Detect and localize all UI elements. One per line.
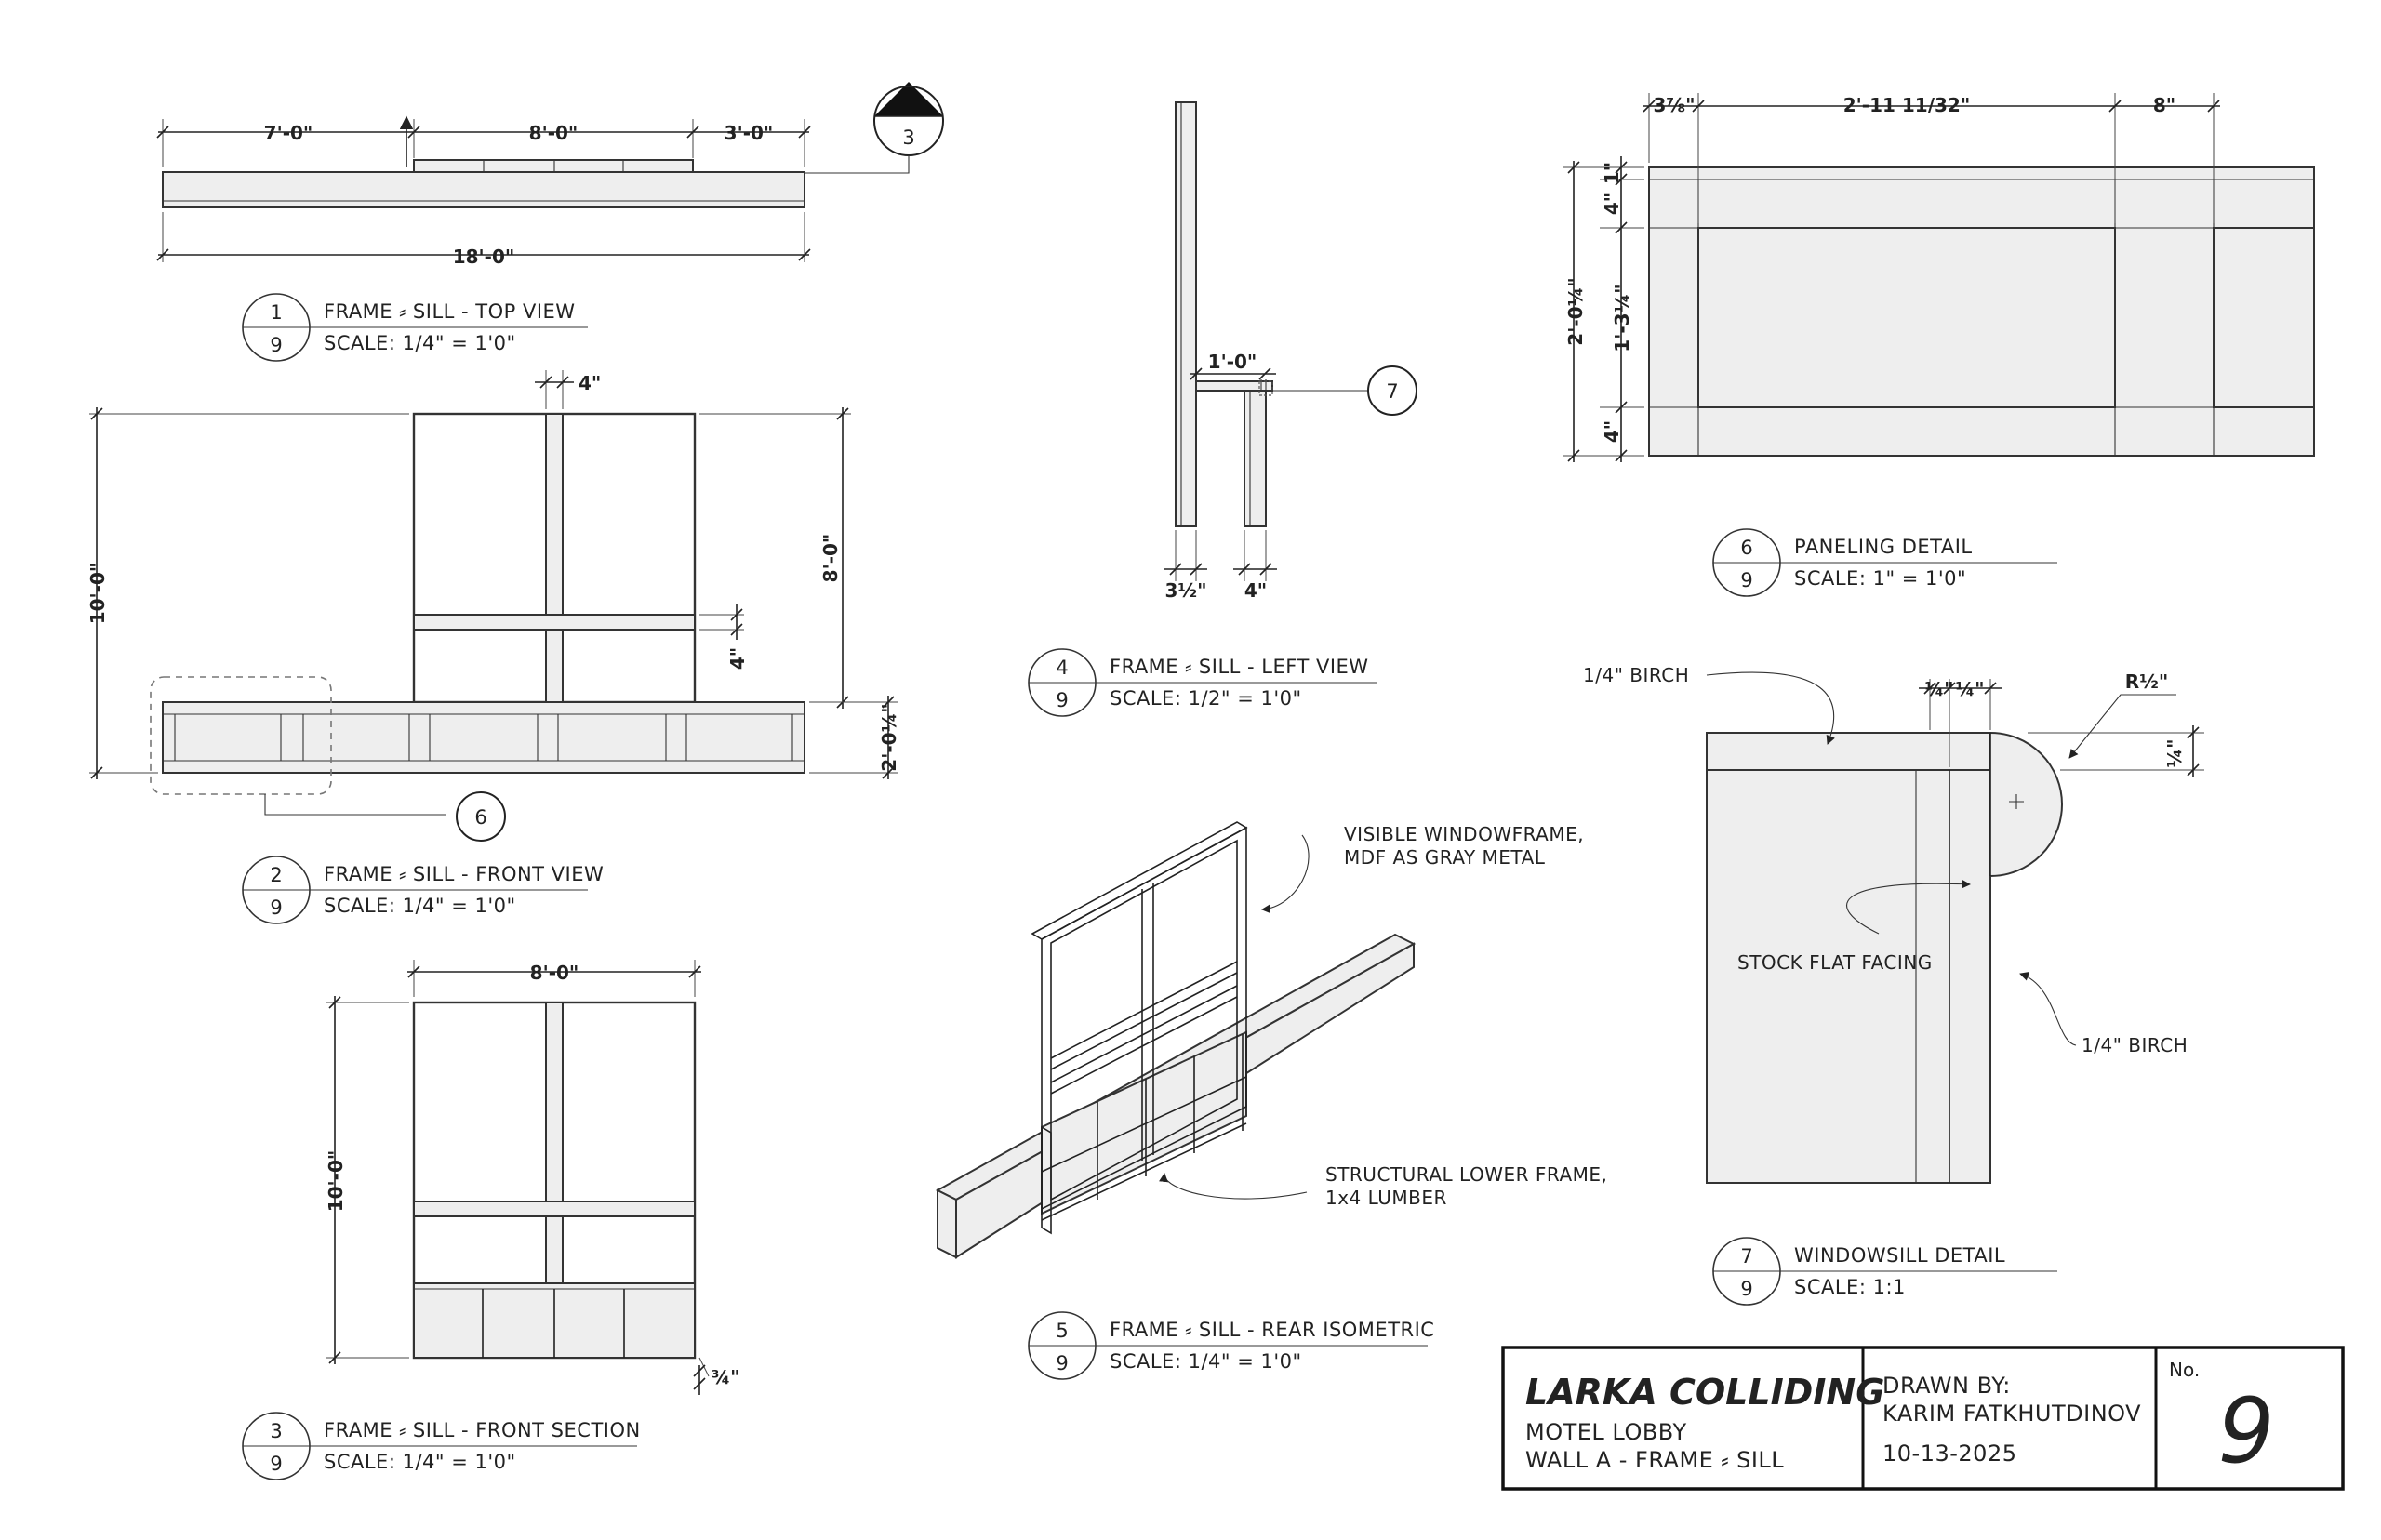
section-marker[interactable]: 3 [805, 82, 944, 174]
dim-panel-total: 2'-0¼" [1564, 277, 1587, 345]
windowsill-detail: ¼" ¼" R½" ¼" 1/4" BIRCH STOCK FLAT FACIN… [1583, 664, 2204, 1184]
view-4-title: FRAME ⸗ SILL - LEFT VIEW [1110, 656, 1369, 678]
dim-sill-q2: ¼" [1955, 678, 1984, 700]
top-view: 7'-0" 8'-0" 3'-0" 18'-0" 3 [156, 82, 944, 268]
detail-7-callout[interactable]: 7 [1367, 365, 1417, 416]
view-label-1: 1 9 FRAME ⸗ SILL - TOP VIEW SCALE: 1/4" … [242, 293, 588, 362]
sill-outline [162, 701, 805, 774]
dim-sill-radius: R½" [2125, 670, 2169, 693]
dim-left-4in: 4" [1244, 579, 1267, 602]
view-5-number: 5 [1056, 1320, 1068, 1342]
view-4-number: 4 [1056, 657, 1068, 679]
detail-6-callout[interactable]: 6 [456, 791, 506, 842]
view-7-sheet: 9 [1740, 1278, 1752, 1300]
view-1-title: FRAME ⸗ SILL - TOP VIEW [324, 300, 576, 323]
dim-left-3-5: 3½" [1164, 579, 1206, 602]
dim-panel-4in-bot: 4" [1601, 420, 1623, 443]
view-label-7: 7 9 WINDOWSILL DETAIL SCALE: 1:1 [1712, 1237, 2057, 1306]
note-birch-side: 1/4" BIRCH [2082, 1034, 2188, 1056]
view-3-title: FRAME ⸗ SILL - FRONT SECTION [324, 1419, 641, 1441]
view-7-title: WINDOWSILL DETAIL [1794, 1244, 2005, 1267]
view-3-number: 3 [270, 1420, 282, 1442]
rear-isometric: VISIBLE WINDOWFRAME, MDF AS GRAY METAL S… [935, 821, 1607, 1259]
view-3-scale: SCALE: 1/4" = 1'0" [324, 1451, 516, 1473]
view-6-scale: SCALE: 1" = 1'0" [1794, 567, 1966, 590]
view-7-number: 7 [1740, 1245, 1752, 1268]
front-view: 6 4" 10'-0" 8'-0" 4" 2'-0¼" [86, 370, 900, 842]
view-6-title: PANELING DETAIL [1794, 536, 1973, 558]
dim-top-18ft: 18'-0" [453, 246, 515, 268]
note-stock-facing: STOCK FLAT FACING [1737, 951, 1933, 974]
view-1-sheet: 9 [270, 334, 282, 356]
dim-section-10ft: 10'-0" [325, 1150, 347, 1213]
sheet-no-label: No. [2169, 1359, 2200, 1381]
note-windowframe-2: MDF AS GRAY METAL [1344, 846, 1546, 869]
view-label-6: 6 9 PANELING DETAIL SCALE: 1" = 1'0" [1712, 528, 2057, 597]
view-5-sheet: 9 [1056, 1352, 1068, 1374]
detail-6-label: 6 [474, 806, 486, 829]
note-birch-top: 1/4" BIRCH [1583, 664, 1689, 686]
view-3-sheet: 9 [270, 1453, 282, 1475]
dim-left-1ft: 1'-0" [1208, 351, 1257, 373]
view-4-sheet: 9 [1056, 689, 1068, 711]
view-4-scale: SCALE: 1/2" = 1'0" [1110, 687, 1302, 710]
dim-top-7ft: 7'-0" [264, 122, 313, 144]
detail-6-region[interactable] [150, 676, 332, 795]
note-lower-1: STRUCTURAL LOWER FRAME, [1325, 1163, 1607, 1186]
dim-panel-3-78: 3⅞" [1653, 94, 1695, 116]
view-label-5: 5 9 FRAME ⸗ SILL - REAR ISOMETRIC SCALE:… [1028, 1311, 1434, 1380]
view-5-title: FRAME ⸗ SILL - REAR ISOMETRIC [1110, 1319, 1434, 1341]
dim-section-3-4: ¾" [711, 1366, 739, 1388]
dim-top-3ft: 3'-0" [725, 122, 774, 144]
project-line-2: WALL A - FRAME ⸗ SILL [1525, 1447, 1784, 1473]
view-2-scale: SCALE: 1/4" = 1'0" [324, 895, 516, 917]
dim-section-8ft: 8'-0" [530, 962, 579, 984]
sill-top-outline [162, 171, 805, 208]
dim-front-8ft: 8'-0" [819, 534, 842, 583]
view-7-scale: SCALE: 1:1 [1794, 1276, 1906, 1298]
note-windowframe-1: VISIBLE WINDOWFRAME, [1344, 823, 1584, 845]
front-section: 8'-0" 10'-0" ¾" [325, 960, 740, 1395]
view-label-3: 3 9 FRAME ⸗ SILL - FRONT SECTION SCALE: … [242, 1412, 641, 1480]
dim-front-10ft: 10'-0" [86, 563, 109, 625]
view-5-scale: SCALE: 1/4" = 1'0" [1110, 1350, 1302, 1373]
dim-panel-width: 2'-11 11/32" [1843, 94, 1971, 116]
view-2-title: FRAME ⸗ SILL - FRONT VIEW [324, 863, 604, 885]
view-6-number: 6 [1740, 537, 1752, 559]
left-view: 7 1'-0" 3½" 4" [1164, 101, 1417, 602]
dim-panel-1in: 1" [1601, 162, 1623, 184]
view-2-number: 2 [270, 864, 282, 886]
frame-top-outline [413, 159, 694, 173]
drawn-by-label: DRAWN BY: [1882, 1373, 2011, 1399]
view-1-number: 1 [270, 301, 282, 324]
title-block: LARKA COLLIDING MOTEL LOBBY WALL A - FRA… [1501, 1346, 2345, 1491]
dim-front-sill: 2'-0¼" [878, 703, 900, 771]
drawing-date: 10-13-2025 [1882, 1440, 2016, 1467]
view-label-4: 4 9 FRAME ⸗ SILL - LEFT VIEW SCALE: 1/2"… [1028, 648, 1377, 717]
project-line-1: MOTEL LOBBY [1525, 1419, 1687, 1445]
view-1-scale: SCALE: 1/4" = 1'0" [324, 332, 516, 354]
project-title: LARKA COLLIDING [1525, 1372, 1884, 1413]
section-marker-label: 3 [902, 126, 914, 149]
dim-panel-8in: 8" [2153, 94, 2175, 116]
dim-top-8ft: 8'-0" [529, 122, 579, 144]
view-6-sheet: 9 [1740, 569, 1752, 591]
dim-sill-q3: ¼" [2163, 738, 2186, 767]
dim-front-4in: 4" [579, 372, 601, 394]
note-lower-2: 1x4 LUMBER [1325, 1187, 1447, 1209]
sheet-number: 9 [2217, 1379, 2274, 1483]
paneling-detail: 3⅞" 2'-11 11/32" 8" 2'-0¼" 1" 4" 1'-3¼" … [1563, 93, 2315, 462]
detail-7-label: 7 [1386, 380, 1398, 403]
dim-sill-q1: ¼" [1924, 678, 1953, 700]
dim-front-4in-b: 4" [726, 647, 749, 670]
view-2-sheet: 9 [270, 896, 282, 919]
drawn-by-name: KARIM FATKHUTDINOV [1882, 1401, 2141, 1427]
dim-panel-4in-top: 4" [1601, 192, 1623, 215]
dim-panel-mid: 1'-3¼" [1611, 284, 1633, 352]
view-label-2: 2 9 FRAME ⸗ SILL - FRONT VIEW SCALE: 1/4… [242, 856, 604, 924]
